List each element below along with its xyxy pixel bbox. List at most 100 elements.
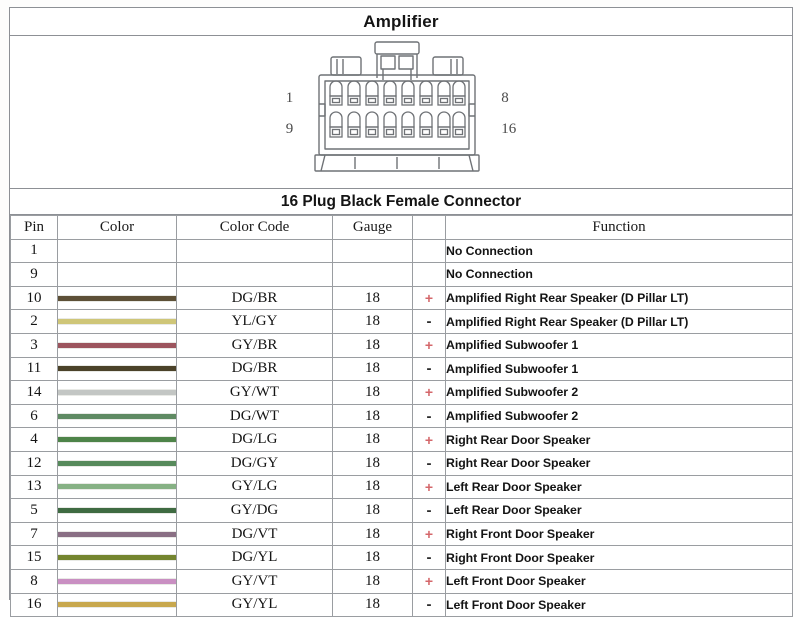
cell-gauge: 18	[332, 521, 413, 547]
wire-color-swatch	[58, 436, 176, 444]
cell-gauge: 18	[332, 380, 413, 405]
cell-color-swatch	[57, 568, 177, 594]
cell-color-swatch	[57, 450, 177, 476]
cell-polarity: +	[412, 427, 446, 452]
header-color-code: Color Code	[176, 215, 333, 240]
header-pin: Pin	[10, 215, 58, 240]
cell-color-code: DG/VT	[176, 521, 333, 547]
cell-pin: 14	[10, 380, 58, 405]
cell-function: Left Rear Door Speaker	[445, 498, 793, 523]
wire-color-swatch	[58, 459, 176, 467]
cell-color-swatch	[57, 403, 177, 429]
table-row: 9 No Connection	[10, 262, 793, 287]
cell-function: Amplified Right Rear Speaker (D Pillar L…	[445, 309, 793, 334]
cell-color-swatch	[57, 592, 177, 617]
cell-gauge: 18	[332, 427, 413, 452]
wire-color-swatch	[58, 601, 176, 609]
cell-gauge: 18	[332, 356, 413, 382]
cell-pin: 4	[10, 427, 58, 452]
cell-pin: 2	[10, 309, 58, 334]
cell-polarity: -	[412, 356, 446, 382]
connector-subtitle-row: 16 Plug Black Female Connector	[10, 189, 792, 215]
wire-color-swatch	[58, 483, 176, 491]
left-pin-labels: 1 9	[286, 40, 294, 164]
cell-color-swatch	[57, 332, 177, 358]
cell-function: Amplified Right Rear Speaker (D Pillar L…	[445, 285, 793, 311]
cell-pin: 13	[10, 474, 58, 500]
cell-pin: 3	[10, 332, 58, 358]
cell-color-code: DG/LG	[176, 427, 333, 452]
wire-color-swatch	[58, 554, 176, 562]
wire-color-swatch	[58, 365, 176, 373]
cell-color-swatch	[57, 309, 177, 334]
header-color: Color	[57, 215, 177, 240]
connector-subtitle: 16 Plug Black Female Connector	[280, 192, 522, 210]
cell-polarity: -	[412, 545, 446, 570]
cell-pin: 5	[10, 498, 58, 523]
cell-gauge: 18	[332, 498, 413, 523]
cell-color-code	[176, 238, 333, 264]
cell-color-code: DG/WT	[176, 403, 333, 429]
cell-polarity: -	[412, 450, 446, 476]
cell-color-code: GY/DG	[176, 498, 333, 523]
cell-gauge: 18	[332, 450, 413, 476]
cell-gauge: 18	[332, 403, 413, 429]
cell-polarity: -	[412, 403, 446, 429]
cell-pin: 12	[10, 450, 58, 476]
cell-color-swatch	[57, 474, 177, 500]
cell-function: Right Front Door Speaker	[445, 521, 793, 547]
cell-function: Right Front Door Speaker	[445, 545, 793, 570]
document-frame: Amplifier 1 9	[9, 7, 793, 617]
cell-pin: 6	[10, 403, 58, 429]
cell-gauge: 18	[332, 545, 413, 570]
wire-color-swatch	[58, 577, 176, 585]
cell-gauge: 18	[332, 474, 413, 500]
cell-function: Left Front Door Speaker	[445, 568, 793, 594]
cell-gauge	[332, 262, 413, 287]
page-title: Amplifier	[363, 11, 439, 31]
wire-color-swatch	[58, 388, 176, 396]
wire-color-swatch	[58, 294, 176, 302]
cell-polarity: +	[412, 332, 446, 358]
header-gauge: Gauge	[332, 215, 413, 240]
cell-color-code: YL/GY	[176, 309, 333, 334]
cell-polarity: -	[412, 498, 446, 523]
cell-polarity	[412, 262, 446, 287]
cell-color-swatch	[57, 498, 177, 523]
cell-pin: 11	[10, 356, 58, 382]
cell-color-code: DG/YL	[176, 545, 333, 570]
amplifier-banner: Amplifier	[10, 8, 792, 36]
cell-color-code: GY/WT	[176, 380, 333, 405]
pin-label-9: 9	[285, 121, 294, 137]
cell-function: No Connection	[445, 262, 793, 287]
cell-pin: 15	[10, 545, 58, 570]
cell-pin: 9	[10, 262, 58, 287]
cell-function: Amplified Subwoofer 1	[445, 332, 793, 358]
cell-function: Left Rear Door Speaker	[445, 474, 793, 500]
cell-color-swatch	[57, 380, 177, 405]
cell-gauge	[332, 238, 413, 264]
cell-polarity	[412, 238, 446, 264]
cell-color-swatch	[57, 285, 177, 311]
cell-polarity: +	[412, 521, 446, 547]
cell-color-code: DG/BR	[176, 285, 333, 311]
cell-color-swatch	[57, 427, 177, 452]
cell-pin: 8	[10, 568, 58, 594]
cell-pin: 7	[10, 521, 58, 547]
cell-function: No Connection	[445, 238, 793, 264]
cell-color-code: GY/BR	[176, 332, 333, 358]
cell-function: Amplified Subwoofer 2	[445, 380, 793, 405]
wiring-diagram-page: Amplifier 1 9	[9, 7, 793, 617]
cell-color-code: GY/LG	[176, 474, 333, 500]
